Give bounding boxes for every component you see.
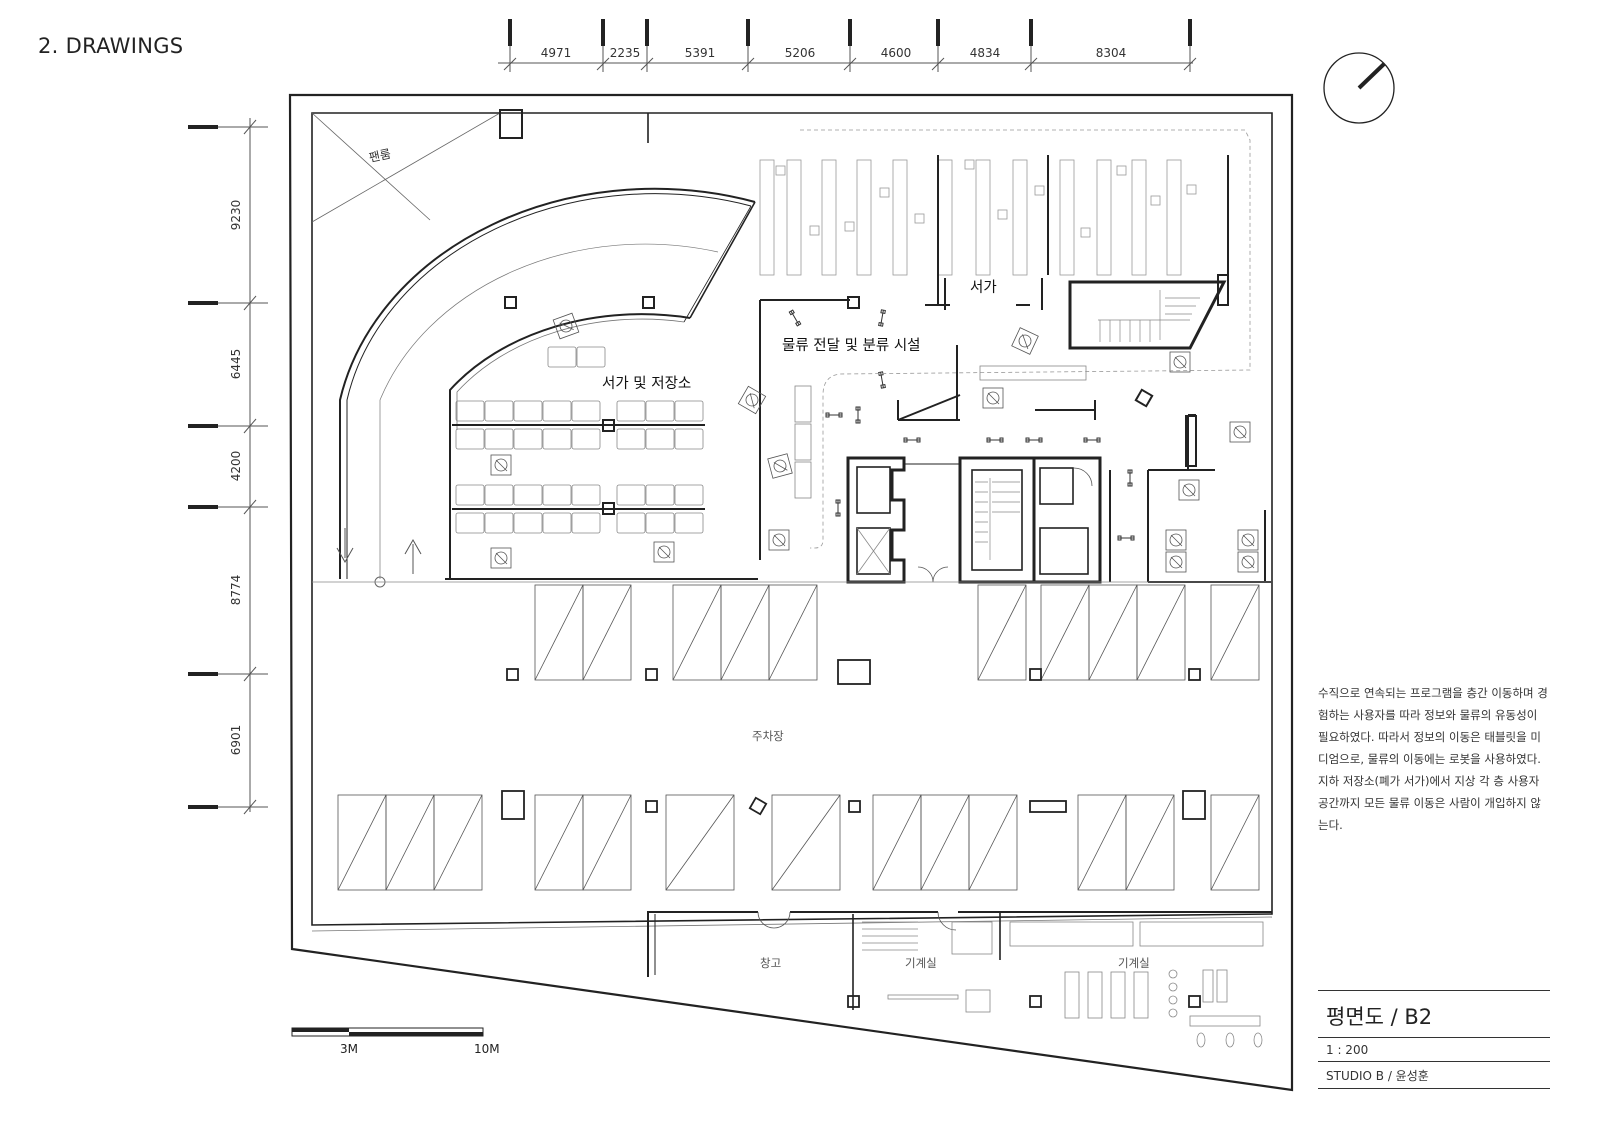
title-block-rule (1318, 1037, 1550, 1038)
dim-left-1: 9230 (229, 200, 243, 231)
dim-top-7: 8304 (1096, 46, 1127, 60)
plan-scale: 1 : 200 (1326, 1043, 1369, 1057)
top-dimension-labels: 4971 2235 5391 5206 4600 4834 8304 (541, 46, 1127, 60)
scale-bar-label-10m: 10M (474, 1042, 500, 1056)
scale-bar (291, 1027, 484, 1037)
logistics-walls (897, 345, 1197, 470)
dim-left-2: 6445 (229, 349, 243, 380)
shelf-storage-area (445, 296, 860, 580)
dim-top-6: 4834 (970, 46, 1001, 60)
cart-icons (788, 309, 1135, 541)
dim-left-3: 4200 (229, 451, 243, 482)
parking-area (312, 581, 1272, 891)
building-inner-wall (311, 112, 1273, 926)
studio-credit: STUDIO B / 윤성훈 (1326, 1069, 1429, 1083)
label-bookshelf: 서가 (970, 279, 997, 296)
scale-bar-label-3m: 3M (340, 1042, 358, 1056)
bookshelf-stacks (759, 129, 1251, 549)
dim-top-4: 5206 (785, 46, 816, 60)
label-machine-room-2: 기계실 (1118, 956, 1150, 970)
label-parking: 주차장 (752, 729, 784, 743)
left-dimension-chain (188, 118, 268, 815)
dim-top-2: 2235 (610, 46, 641, 60)
project-description: 수직으로 연속되는 프로그램을 층간 이동하며 경험하는 사용자를 따라 정보와… (1318, 686, 1548, 832)
robot-icons (490, 312, 1259, 573)
fan-room (311, 109, 649, 223)
label-machine-room-1: 기계실 (905, 956, 937, 970)
label-fan-room: 팬룸 (368, 147, 393, 165)
label-warehouse: 창고 (760, 956, 781, 970)
dim-left-5: 6901 (229, 725, 243, 756)
title-block-rule (1318, 1088, 1550, 1089)
dim-top-3: 5391 (685, 46, 716, 60)
dim-left-4: 8774 (229, 575, 243, 606)
section-title: 2. DRAWINGS (38, 34, 184, 58)
label-shelf-storage: 서가 및 저장소 (602, 375, 691, 392)
site-outer-wall (288, 93, 1294, 1092)
dim-top-5: 4600 (881, 46, 912, 60)
curved-ramp (336, 187, 756, 588)
title-block: 평면도 / B2 1 : 200 STUDIO B / 윤성훈 (1318, 990, 1550, 1089)
title-block-rule (1318, 990, 1550, 991)
label-logistics: 물류 전달 및 분류 시설 (782, 337, 921, 354)
title-block-rule (1318, 1061, 1550, 1062)
plan-title: 평면도 / B2 (1326, 1005, 1433, 1029)
left-dimension-labels: 9230 6445 4200 8774 6901 (229, 200, 243, 756)
north-arrow-icon (1323, 52, 1395, 124)
service-rooms (647, 911, 1272, 1048)
stair-core (1068, 280, 1227, 350)
dim-top-1: 4971 (541, 46, 572, 60)
elevator-core (846, 456, 1111, 584)
top-dimension-chain (498, 19, 1197, 72)
